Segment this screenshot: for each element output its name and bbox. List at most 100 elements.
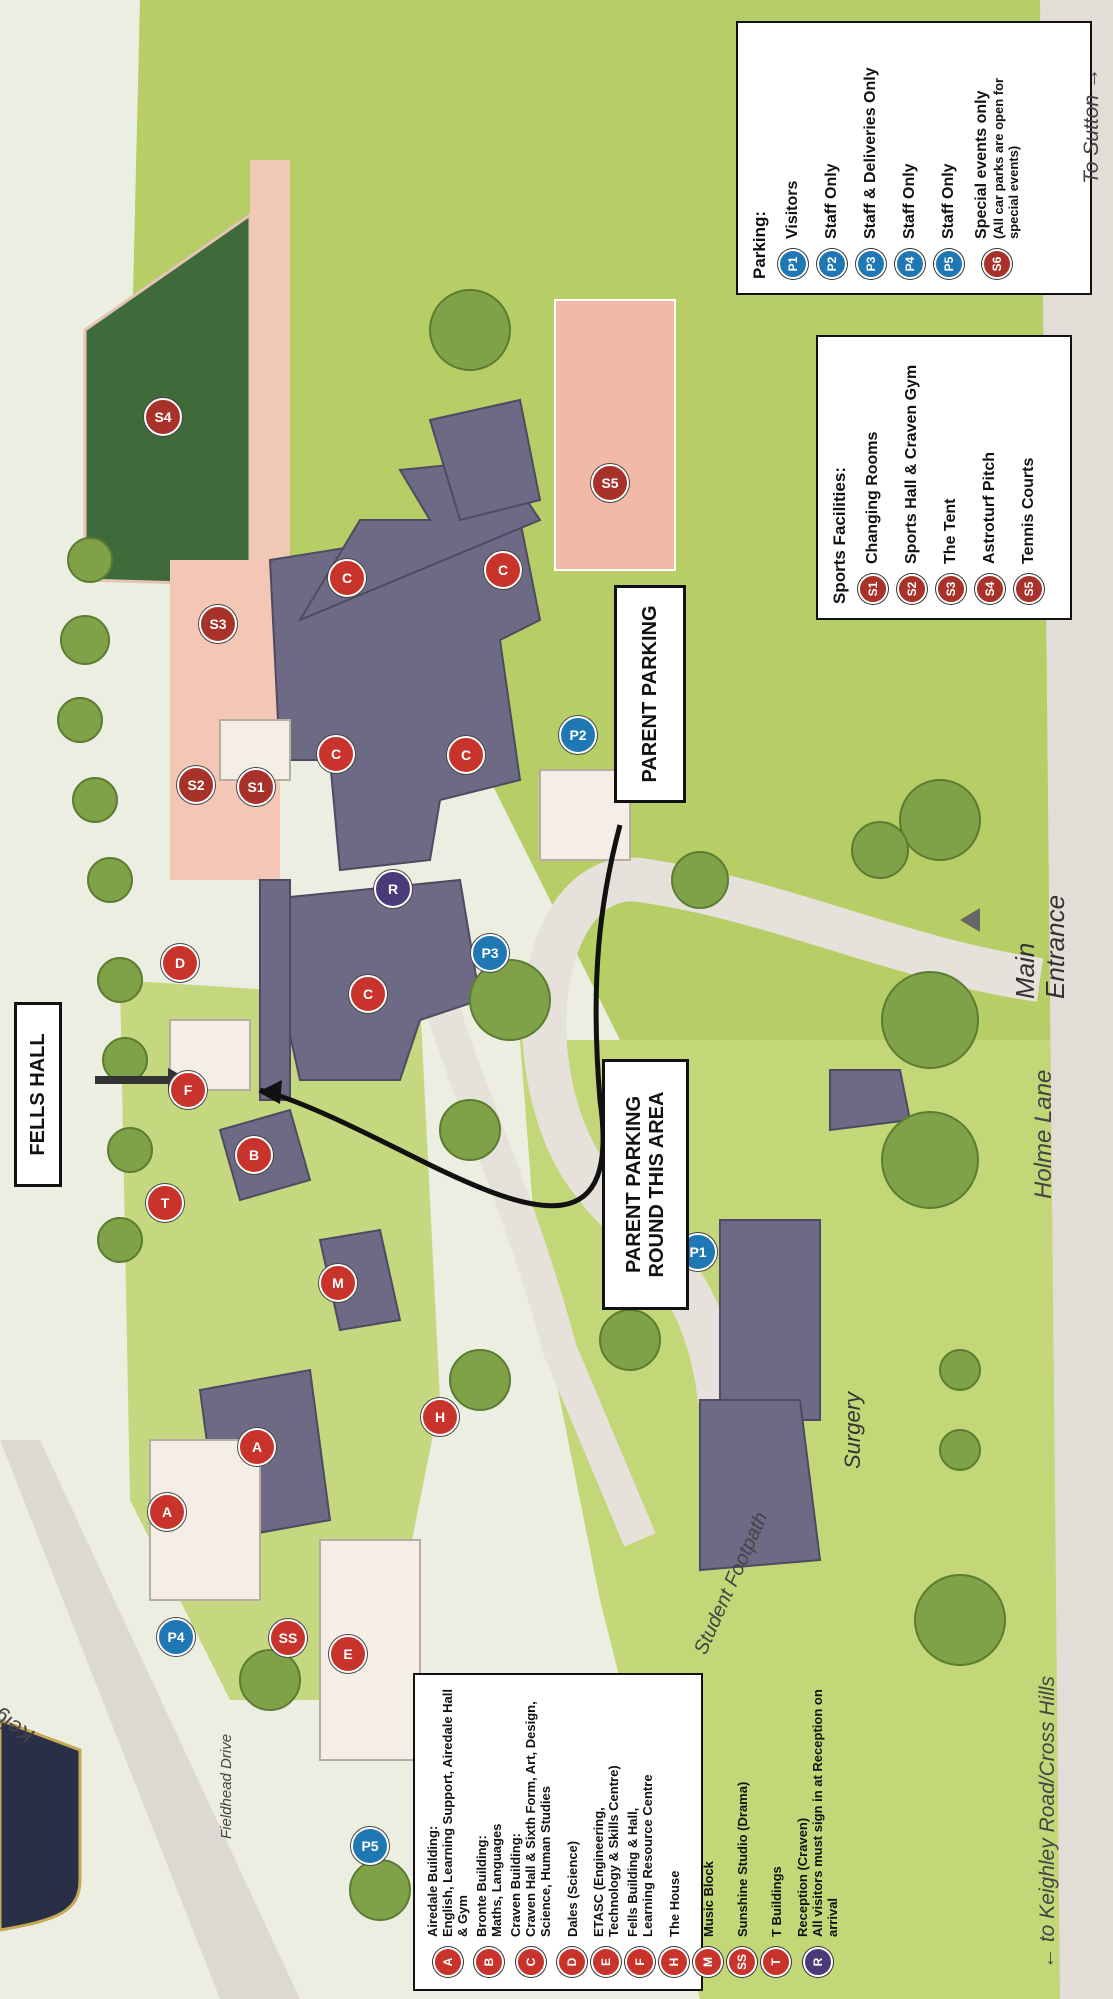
pin-S4: S4 [144, 398, 182, 436]
buildings_legend-text: Dales (Science) [565, 1841, 580, 1937]
pin-P3: P3 [471, 934, 509, 972]
pin-E: E [329, 1635, 367, 1673]
road-to-keighley: ← to Keighley Road/Cross Hills [1036, 1676, 1059, 1969]
buildings_legend-text: Sunshine Studio (Drama) [735, 1782, 750, 1937]
sports_legend.items-text: Tennis Courts [1020, 458, 1038, 564]
buildings_legend-badge: H [659, 1947, 689, 1977]
buildings_legend-label: The House [666, 1870, 682, 1937]
buildings_legend-text: T Buildings [769, 1866, 784, 1937]
buildings_legend-text: Airedale Building:English, Learning Supp… [425, 1687, 470, 1937]
place-surgery: Surgery [840, 1391, 865, 1469]
parking_legend.items-row-p3: P3 Staff & Deliveries Only [856, 37, 886, 279]
road-student-footpath: Student Footpath [690, 1508, 773, 1658]
sports_legend.items-label: Astroturf Pitch [981, 452, 998, 564]
buildings_legend-label: Airedale Building: [425, 1825, 440, 1937]
parent-parking-round-line1: PARENT PARKING [622, 1095, 645, 1274]
buildings_legend-row-m: M Music Block [693, 1687, 723, 1977]
parking_legend.items-label: Staff Only [901, 163, 918, 239]
parking_legend.items-label: Staff & Deliveries Only [862, 67, 879, 239]
pin-F: F [169, 1071, 207, 1109]
sports_legend.items-text: Sports Hall & Craven Gym [903, 365, 921, 564]
pin-T: T [146, 1184, 184, 1222]
pin-C-3: C [317, 735, 355, 773]
pin-B: B [235, 1136, 273, 1174]
sports-legend-title: Sports Facilities: [830, 467, 849, 604]
parking_legend.items-badge: P3 [856, 249, 886, 279]
buildings_legend-label: ETASC (Engineering, [591, 1807, 606, 1937]
tennis-courts [554, 299, 676, 571]
parent-parking-callout: PARENT PARKING [614, 585, 686, 803]
fells-hall-callout: FELLS HALL [14, 1002, 62, 1187]
parking_legend.items-label: Staff Only [823, 163, 840, 239]
parking_legend.items-label: Special events only [973, 90, 990, 239]
buildings_legend-text: ETASC (Engineering,Technology & Skills C… [591, 1765, 621, 1937]
place-main-entrance: Main Entrance [1010, 895, 1070, 999]
road-keighley-road: Keighley Road A600 [0, 1622, 39, 1749]
parking_legend.items-label: Staff Only [940, 163, 957, 239]
pin-P4: P4 [157, 1618, 195, 1656]
sports_legend.items-badge: S1 [858, 574, 888, 604]
main-entrance-line1: Main [1010, 942, 1040, 999]
buildings_legend-badge: SS [727, 1947, 757, 1977]
pin-C-2: C [484, 551, 522, 589]
parking_legend.items-text: Visitors [784, 181, 802, 239]
road-to-sutton: To Sutton → [1080, 68, 1103, 184]
running-track [250, 160, 290, 600]
pin-S3: S3 [199, 605, 237, 643]
buildings_legend-label: Reception (Craven) [795, 1817, 810, 1937]
sports_legend.items-label: Changing Rooms [864, 431, 881, 564]
pin-C-4: C [447, 736, 485, 774]
buildings_legend-text: The House [667, 1871, 682, 1937]
pin-C-5: C [349, 975, 387, 1013]
buildings_legend-label: Fells Building & Hall, [625, 1807, 640, 1937]
main-entrance-marker [960, 908, 980, 932]
sports_legend.items-badge: S4 [975, 574, 1005, 604]
fells-hall-text: FELLS HALL [26, 1033, 49, 1156]
buildings_legend-row-t: T T Buildings [761, 1687, 791, 1977]
parking_legend.items-text: Staff Only [940, 163, 958, 239]
sports_legend.items-label: The Tent [942, 498, 959, 564]
buildings_legend-badge: M [693, 1947, 723, 1977]
parent-parking-round-callout: PARENT PARKING ROUND THIS AREA [602, 1059, 689, 1310]
buildings_legend-text: Reception (Craven)All visitors must sign… [795, 1687, 840, 1937]
buildings_legend-badge: F [625, 1947, 655, 1977]
main-entrance-line2: Entrance [1040, 894, 1070, 999]
sports_legend.items-text: Astroturf Pitch [981, 452, 999, 564]
trees [57, 289, 1006, 1921]
pin-H: H [421, 1398, 459, 1436]
parking_legend.items-text: Staff Only [901, 163, 919, 239]
pin-S2: S2 [177, 766, 215, 804]
keighley-road [0, 1440, 300, 1999]
road-fieldhead-drive: Fieldhead Drive [218, 1733, 235, 1839]
route-arrowhead [258, 1080, 282, 1104]
inner-road [423, 995, 656, 1547]
sports_legend.items-badge: S2 [897, 574, 927, 604]
buildings_legend-badge: T [761, 1947, 791, 1977]
parking_legend.items-badge: S6 [982, 249, 1012, 279]
sports_legend.items-row-s2: S2 Sports Hall & Craven Gym [897, 351, 927, 604]
parking_legend.items-badge: P4 [895, 249, 925, 279]
pin-D: D [161, 944, 199, 982]
parking_legend.items-text: Staff & Deliveries Only [862, 67, 880, 239]
buildings_legend-label: Bronte Building: [474, 1835, 489, 1937]
buildings_legend-text: Craven Building:Craven Hall & Sixth Form… [508, 1687, 553, 1937]
buildings_legend-badge: D [557, 1947, 587, 1977]
pin-A-1: A [238, 1428, 276, 1466]
pin-M: M [319, 1264, 357, 1302]
buildings_legend-label: Music Block [700, 1861, 716, 1937]
buildings_legend-label: Craven Building: [508, 1832, 523, 1937]
pin-P2: P2 [559, 716, 597, 754]
buildings_legend-badge: R [802, 1947, 833, 1977]
buildings_legend-label: Dales (Science) [564, 1840, 580, 1937]
buildings_legend-row-d: D Dales (Science) [557, 1687, 587, 1977]
